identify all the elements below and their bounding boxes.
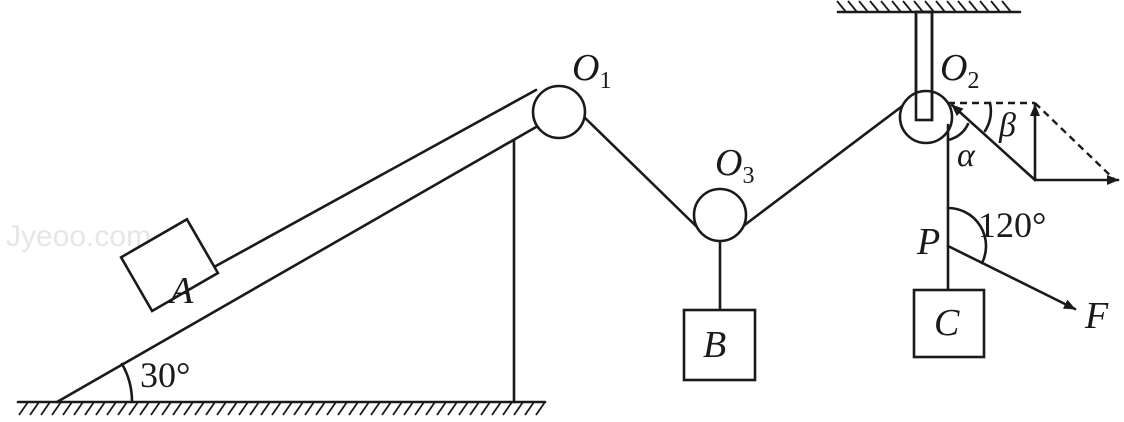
block-a [119, 217, 220, 313]
hatch-mark [18, 401, 29, 416]
label-p: P [916, 221, 940, 263]
hatch-mark [183, 401, 194, 416]
label-beta: β [998, 107, 1016, 144]
hatch-mark [326, 401, 337, 416]
ceiling [836, 0, 1022, 14]
hatch-mark [480, 401, 491, 416]
label-o1: O1 [572, 47, 611, 94]
hatch-mark [836, 0, 847, 13]
hatch-mark [205, 401, 216, 416]
rope-o3-o2 [740, 102, 907, 229]
hatch-mark [524, 401, 535, 416]
hatch-mark [957, 0, 968, 13]
hatch-mark [282, 401, 293, 416]
hatch-mark [359, 401, 370, 416]
hatch-mark [227, 401, 238, 416]
label-a: A [167, 270, 194, 312]
hatch-mark [40, 401, 51, 416]
hatch-mark [469, 401, 480, 416]
hatch-mark [935, 0, 946, 13]
hatch-mark [84, 401, 95, 416]
hatch-mark [370, 401, 381, 416]
hatch-mark [337, 401, 348, 416]
hatch-mark [128, 401, 139, 416]
hatch-mark [172, 401, 183, 416]
hatch-mark [491, 401, 502, 416]
hatch-mark [238, 401, 249, 416]
hatch-mark [403, 401, 414, 416]
hatch-mark [869, 0, 880, 13]
hatch-mark [513, 401, 524, 416]
label-angle-120: 120° [978, 205, 1046, 245]
hatch-mark [304, 401, 315, 416]
hatch-mark [913, 0, 924, 13]
dashed-diagonal [1034, 102, 1116, 181]
resultant-arrow [950, 103, 1037, 182]
ceiling-hatch [836, 0, 1012, 13]
hatch-mark [293, 401, 304, 416]
pulley-o2 [898, 89, 954, 145]
hatch-mark [979, 0, 990, 13]
label-c: C [934, 302, 960, 344]
hatch-mark [946, 0, 957, 13]
hatch-mark [106, 401, 117, 416]
hatch-mark [161, 401, 172, 416]
hatch-mark [502, 401, 513, 416]
label-f: F [1084, 295, 1109, 337]
hatch-mark [271, 401, 282, 416]
hatch-mark [847, 0, 858, 13]
hatch-mark [216, 401, 227, 416]
label-o3: O3 [715, 142, 754, 189]
hatch-mark [150, 401, 161, 416]
hatch-mark [1001, 0, 1012, 13]
pulley-o1 [531, 84, 587, 140]
label-b: B [703, 324, 726, 366]
angle-alpha-arc [946, 122, 970, 142]
hatch-mark [880, 0, 891, 13]
rope-a-o1 [212, 88, 538, 269]
hatch-mark [891, 0, 902, 13]
label-alpha: α [957, 137, 976, 174]
hatch-mark [51, 401, 62, 416]
label-angle-30: 30° [140, 355, 190, 395]
ground [16, 400, 547, 416]
hatch-mark [194, 401, 205, 416]
hatch-mark [436, 401, 447, 416]
hatch-mark [425, 401, 436, 416]
rope-o1-o3 [580, 113, 699, 229]
pulley-o3 [692, 187, 748, 243]
label-o2: O2 [940, 47, 979, 94]
hatch-mark [73, 401, 84, 416]
hatch-mark [381, 401, 392, 416]
block-b [682, 308, 757, 382]
force-f-arrow [946, 244, 1077, 311]
angle-120-arc [946, 206, 988, 265]
block-c [912, 288, 986, 359]
hatch-mark [95, 401, 106, 416]
hatch-mark [139, 401, 150, 416]
hatch-mark [315, 401, 326, 416]
hatch-mark [260, 401, 271, 416]
hatch-mark [902, 0, 913, 13]
hatch-mark [29, 401, 40, 416]
incline-surface [55, 113, 559, 404]
hatch-mark [858, 0, 869, 13]
angle-beta-arc [983, 101, 993, 133]
hatch-mark [117, 401, 128, 416]
watermark: Jyeoo.com [6, 220, 151, 253]
hatch-mark [249, 401, 260, 416]
hatch-mark [348, 401, 359, 416]
hatch-mark [990, 0, 1001, 13]
hatch-mark [535, 401, 546, 416]
hatch-mark [968, 0, 979, 13]
hatch-mark [392, 401, 403, 416]
hatch-mark [414, 401, 425, 416]
ground-hatch [18, 401, 546, 416]
incline-angle-arc [120, 362, 134, 404]
hatch-mark [62, 401, 73, 416]
hatch-mark [924, 0, 935, 13]
hatch-mark [447, 401, 458, 416]
hatch-mark [458, 401, 469, 416]
